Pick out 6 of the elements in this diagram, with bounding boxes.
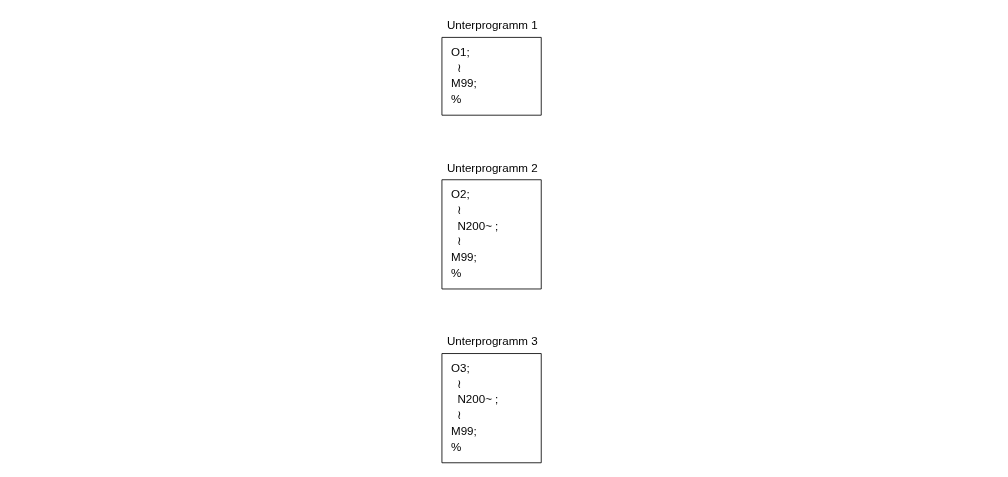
node-box: O2; ≀ N200~ ; ≀ M99; %	[441, 179, 542, 290]
node-box: O1; ≀ M99; %	[441, 37, 542, 116]
node-label: Unterprogramm 1	[446, 19, 538, 32]
node-label: Unterprogramm 3	[446, 335, 538, 348]
node-label: Unterprogramm 2	[446, 161, 538, 174]
node-box: O3; ≀ N200~ ; ≀ M99; %	[441, 353, 542, 464]
